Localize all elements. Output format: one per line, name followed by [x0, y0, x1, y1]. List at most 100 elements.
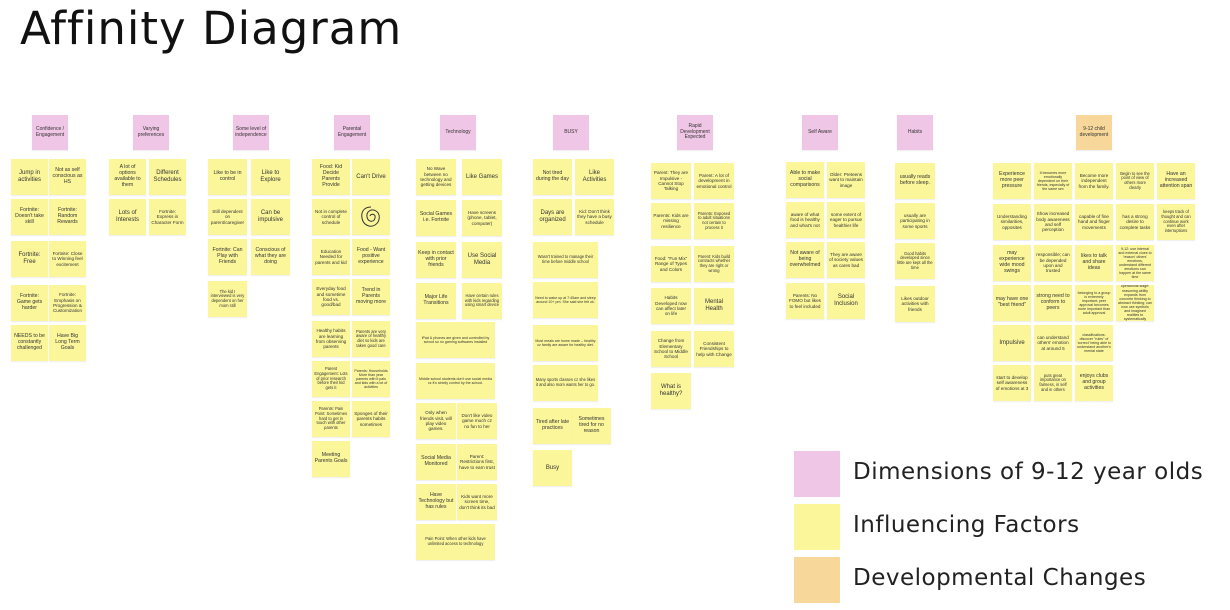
sticky-note: Parents: No FOMO but likes to feel inclu…: [786, 283, 824, 319]
sticky-note: Like Games: [462, 159, 502, 195]
cluster-header-sticky: Rapid Development Expected: [677, 115, 713, 150]
sticky-note: Food: Kid Decide Parents Provide: [312, 159, 350, 195]
sticky-note: Have screens (phone, tablet, computer): [462, 200, 502, 236]
sticky-note: Able to make social comparisons: [786, 162, 824, 198]
sticky-note: It becomes more emotionally dependent on…: [1034, 163, 1072, 199]
sticky-note: Tired after late practices: [533, 408, 572, 444]
sticky-note: Busy: [533, 450, 572, 486]
sticky-note: Fortnite: Close to Winning feel exciteme…: [49, 241, 86, 277]
sticky-note: Have an increased attention span: [1157, 163, 1195, 199]
sticky-note: The kid I interviewed is very dependent …: [208, 281, 247, 317]
sticky-note: Meeting Parents Goals: [312, 441, 350, 477]
sticky-note: Have certain rules with kids regarding u…: [462, 283, 502, 319]
sticky-note: can understand others' emotion at around…: [1034, 325, 1072, 361]
sticky-note: Days are organized: [533, 199, 572, 235]
sticky-note: Use Social Media: [462, 242, 502, 278]
sticky-note: Middle school students don't use social …: [416, 363, 495, 399]
sticky-note: keeps track of thought and can continue …: [1157, 204, 1195, 240]
sticky-note: may have one "best friend": [993, 285, 1031, 321]
sticky-note: Understanding similarities, opposites: [993, 204, 1031, 240]
sticky-note: Jump in activities: [11, 159, 48, 195]
page-title: Affinity Diagram: [20, 2, 403, 55]
sticky-note: Fortnite: Free: [11, 241, 48, 277]
sticky-note: Only when friends visit, will play video…: [416, 403, 456, 439]
sticky-note: Show increased body awareness and self p…: [1034, 204, 1072, 240]
sticky-note: Begin to see the point of view of others…: [1116, 163, 1154, 199]
sticky-note: Can't Drive: [352, 159, 390, 195]
cluster-header-sticky: Technology: [440, 115, 476, 150]
legend-swatch: [794, 451, 840, 497]
sticky-note: Piaget's formal operational stage: reaso…: [1116, 285, 1154, 321]
sticky-note: Not aware of being overwhelmed: [786, 242, 824, 278]
legend-swatch: [794, 557, 840, 603]
sticky-note: Like to be in control: [208, 159, 247, 195]
sticky-note: Lots of Interests: [109, 199, 146, 235]
sticky-note: 9-12: use internal and external clues to…: [1116, 245, 1154, 281]
sticky-note: Experience more peer pressure: [993, 163, 1031, 199]
sticky-note: enjoys clubs and group activities: [1075, 365, 1113, 401]
sticky-note: Parent: They are Impulsive - Cannot Stop…: [651, 163, 691, 199]
cluster-header-sticky: 9-12 child development: [1076, 115, 1112, 150]
sticky-note: Still dependent on parent/caregiver: [208, 199, 247, 235]
sticky-note: Parents: Exposed to adult situations not…: [694, 203, 734, 239]
sticky-note: usually reads before sleep.: [895, 163, 935, 199]
sticky-note: Wasn't trained to manage their time befo…: [533, 242, 598, 278]
sticky-note: Habits Developed now can affect later on…: [651, 288, 691, 324]
sticky-note: Parents: Households More than year paren…: [352, 361, 390, 397]
sticky-note: likes to talk and share ideas: [1075, 245, 1113, 281]
sticky-note: Kids want more screen time, don't think …: [457, 484, 497, 520]
sticky-note: usually are participating in some sports: [895, 203, 935, 239]
sticky-note: Fortnite: Random Rewards: [49, 199, 86, 235]
legend-label: Dimensions of 9-12 year olds: [853, 459, 1204, 485]
sticky-note: Pain Point: When other kids have unlimit…: [416, 524, 495, 560]
sticky-note: Parent Engagement: Lots of prior researc…: [312, 361, 350, 397]
sticky-note: aware of what food is healthy and what's…: [786, 202, 824, 238]
sticky-note: Most meals are home made – healthy cz fa…: [533, 325, 598, 361]
sticky-note: Fortnite: Emphasis on Progression & Cust…: [49, 285, 86, 321]
cluster-header-sticky: Confidence / Engagement: [32, 115, 68, 150]
sticky-note: Can be impulsive: [251, 199, 290, 235]
sticky-note: Education Needed for parents and kid: [312, 239, 350, 275]
sticky-note: A lot of options available to them: [109, 159, 146, 195]
sticky-note: Sometimes tired for no reason: [572, 408, 611, 444]
sticky-note: Mental Health: [694, 288, 734, 324]
sticky-note: Good habits developed since little are k…: [895, 243, 935, 279]
sticky-note: responsible; can be depended upon and tr…: [1034, 245, 1072, 281]
sticky-note: Not in complete control of schedule: [312, 199, 350, 235]
sticky-note: Have Technology but has rules: [416, 484, 456, 520]
sticky-note: Parent: A lot of development in emotiona…: [694, 163, 734, 199]
sticky-note: Kid: Don't think they have a busy schedu…: [575, 199, 614, 235]
sticky-note: Consistent Friendships to help with Chan…: [694, 331, 734, 367]
sticky-note: Not as self conscious as HS: [49, 159, 86, 195]
cluster-header-sticky: Habits: [897, 115, 933, 150]
sticky-note: Social Media Monitored: [416, 444, 456, 480]
cluster-header-sticky: Parental Engagement: [334, 115, 370, 150]
sticky-note: No Wave between no technology and gettin…: [416, 159, 456, 195]
sticky-note: What is healthy?: [651, 373, 691, 409]
sticky-note: has a strong desire to complete tasks: [1116, 204, 1154, 240]
sticky-note: classifications: discover "rules" of 'co…: [1075, 325, 1113, 361]
sticky-note: Don't like video game much cz no fun to …: [457, 403, 497, 439]
sticky-note: puts great importance on fairness, in se…: [1034, 365, 1072, 401]
sticky-note: Social Games i.e. Fortnite: [416, 200, 456, 236]
sticky-note: capable of fine hand and finger movement…: [1075, 204, 1113, 240]
sketch-note: [352, 199, 390, 235]
sticky-note: Likes outdoor activities with friends: [895, 286, 935, 322]
sticky-note: belonging to a group is extremely import…: [1075, 285, 1113, 321]
sticky-note: may experience wide mood swings: [993, 245, 1031, 281]
sticky-note: Fortnite: Doesn't take skill: [11, 199, 48, 235]
sticky-note: strong need to conform to peers: [1034, 285, 1072, 321]
sticky-note: Healthy habits are learning from observi…: [312, 321, 350, 357]
sticky-note: Fortnite: Game gets harder: [11, 285, 48, 321]
sticky-note: Parent: Restrictions first, have to earn…: [457, 444, 497, 480]
sticky-note: Fortnite: Can Play with Friends: [208, 239, 247, 275]
sticky-note: Everyday food and sometime food vs. good…: [312, 279, 350, 315]
sticky-note: Parents: Kids are missing resilience: [651, 203, 691, 239]
sticky-note: Become more independent from the family.: [1075, 163, 1113, 199]
sticky-note: Like to Explore: [251, 159, 290, 195]
sticky-note: Parents: Pain Point: Sometimes hard to g…: [312, 401, 350, 437]
legend-label: Developmental Changes: [853, 565, 1147, 591]
sticky-note: Food: "Fun Mix" Range of Types and Color…: [651, 246, 691, 282]
sticky-note: Impulsive: [993, 325, 1031, 361]
sticky-note: Like Activities: [575, 159, 614, 195]
